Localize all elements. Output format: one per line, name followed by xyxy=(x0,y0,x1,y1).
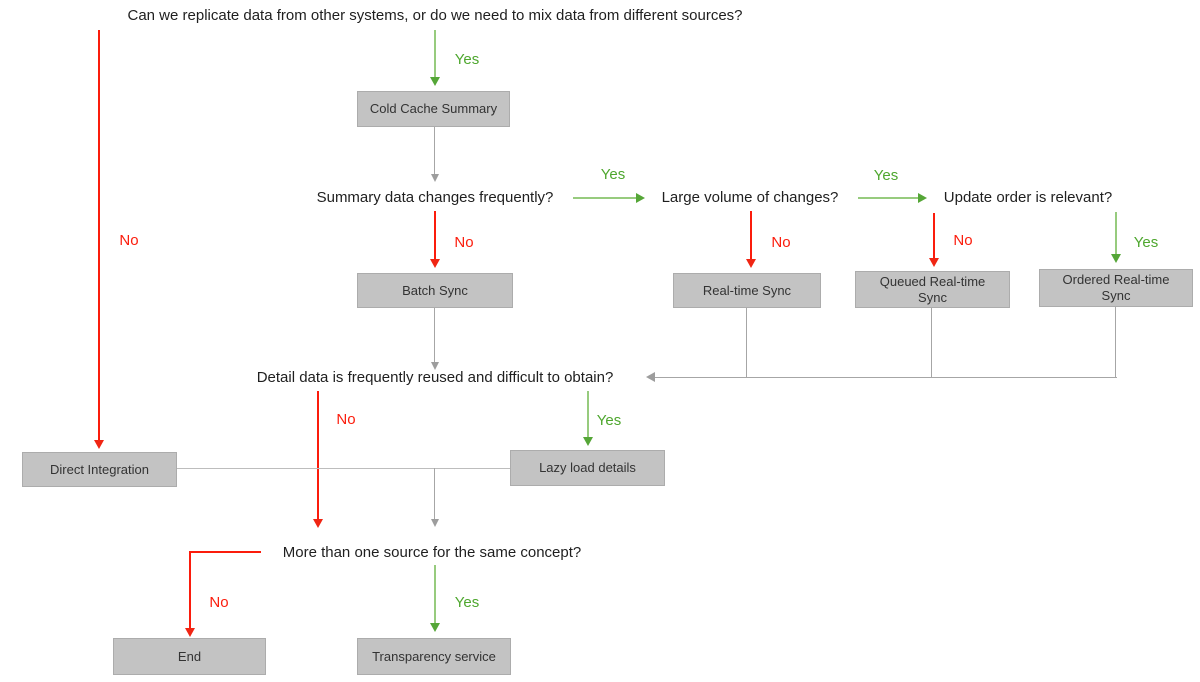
edge-label-no-summary: No xyxy=(454,234,474,251)
arrowhead-down-queued-sync xyxy=(929,258,939,267)
edge-label-yes-large-volume: Yes xyxy=(873,167,899,184)
question-multiple-sources: More than one source for the same concep… xyxy=(282,544,582,561)
node-end: End xyxy=(113,638,266,675)
arrowhead-down-transparency xyxy=(430,623,440,632)
edge-summary-no-line xyxy=(434,211,436,259)
node-cold-cache-summary: Cold Cache Summary xyxy=(357,91,510,127)
question-detail-reused: Detail data is frequently reused and dif… xyxy=(256,369,614,386)
question-replicate: Can we replicate data from other systems… xyxy=(127,7,743,24)
edge-detail-yes-line xyxy=(587,391,589,437)
arrowhead-down-multiple-sources-gray xyxy=(431,519,439,527)
edge-ordered-sync-down-line xyxy=(1115,307,1117,378)
question-summary-changes: Summary data changes frequently? xyxy=(316,189,554,206)
arrowhead-down-detail-question xyxy=(431,362,439,370)
node-transparency-service: Transparency service xyxy=(357,638,511,675)
edge-large-volume-yes-line xyxy=(858,197,919,199)
edge-update-order-yes-line xyxy=(1115,212,1117,254)
node-ordered-real-time-sync: Ordered Real-time Sync xyxy=(1039,269,1193,307)
edge-cold-cache-down-line xyxy=(434,127,436,174)
edge-label-no-large-volume: No xyxy=(771,234,791,251)
edge-batch-sync-down-line xyxy=(434,308,436,362)
arrowhead-down-multiple-sources-red xyxy=(313,519,323,528)
arrowhead-right-update-order xyxy=(918,193,927,203)
edge-label-no-update-order: No xyxy=(953,232,973,249)
question-large-volume: Large volume of changes? xyxy=(661,189,839,206)
arrowhead-right-large-volume xyxy=(636,193,645,203)
edge-label-no-multiple: No xyxy=(209,594,229,611)
edge-label-yes-detail: Yes xyxy=(596,412,622,429)
arrowhead-down-real-time-sync xyxy=(746,259,756,268)
edge-replicate-no-line xyxy=(98,30,100,440)
arrowhead-down-direct-integration xyxy=(94,440,104,449)
edge-replicate-yes-line xyxy=(434,30,436,77)
arrowhead-down-lazy-load xyxy=(583,437,593,446)
edge-label-yes-replicate: Yes xyxy=(454,51,480,68)
arrowhead-down-batch-sync xyxy=(430,259,440,268)
edge-label-no-replicate: No xyxy=(119,232,139,249)
arrowhead-down-end xyxy=(185,628,195,637)
arrowhead-down-summary-question xyxy=(431,174,439,182)
edge-label-yes-multiple: Yes xyxy=(454,594,480,611)
edge-queued-sync-down-line xyxy=(931,308,933,378)
edge-multiple-no-vline xyxy=(189,551,191,628)
edge-real-time-sync-down-line xyxy=(746,308,748,378)
node-direct-integration: Direct Integration xyxy=(22,452,177,487)
arrowhead-left-detail-question xyxy=(646,372,655,382)
edge-multiple-no-hline xyxy=(189,551,261,553)
edge-label-yes-summary: Yes xyxy=(600,166,626,183)
edge-link-down-line xyxy=(434,468,436,519)
node-queued-real-time-sync: Queued Real-time Sync xyxy=(855,271,1010,308)
arrowhead-down-cold-cache xyxy=(430,77,440,86)
edge-label-yes-update-order: Yes xyxy=(1133,234,1159,251)
node-lazy-load-details: Lazy load details xyxy=(510,450,665,486)
edge-sync-collector-line xyxy=(655,376,1117,378)
node-real-time-sync: Real-time Sync xyxy=(673,273,821,308)
edge-integration-lazy-hline xyxy=(177,468,510,470)
edge-detail-no-line xyxy=(317,391,319,519)
edge-summary-yes-line xyxy=(573,197,636,199)
question-update-order: Update order is relevant? xyxy=(943,189,1113,206)
node-batch-sync: Batch Sync xyxy=(357,273,513,308)
edge-update-order-no-line xyxy=(933,213,935,258)
edge-multiple-yes-line xyxy=(434,565,436,623)
arrowhead-down-ordered-sync xyxy=(1111,254,1121,263)
edge-label-no-detail: No xyxy=(336,411,356,428)
edge-large-volume-no-line xyxy=(750,211,752,259)
